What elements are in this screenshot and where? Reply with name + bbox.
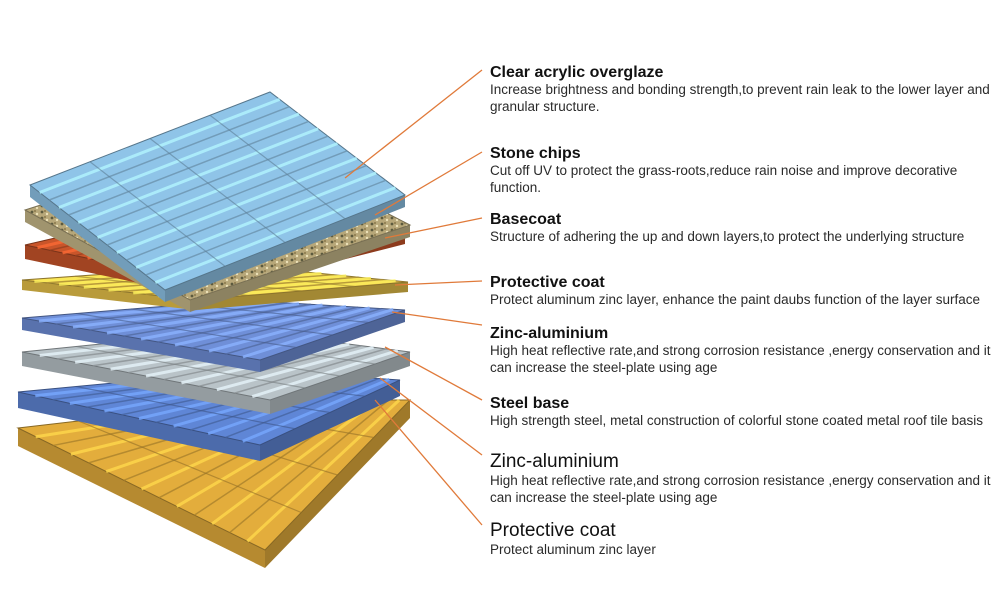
layer-label-1: Clear acrylic overglaze Increase brightn… <box>490 63 995 115</box>
sheet-side-edge <box>22 280 195 310</box>
layer-label-8: Protective coat Protect aluminum zinc la… <box>490 520 995 559</box>
layer-description: High heat reflective rate,and strong cor… <box>490 343 991 375</box>
leader-line-1 <box>344 69 483 179</box>
layer-description: Increase brightness and bonding strength… <box>490 82 990 114</box>
sheet-step <box>76 345 306 389</box>
leader-line-8 <box>374 399 483 526</box>
layer-label-5: Zinc-aluminium High heat reflective rate… <box>490 324 995 376</box>
sheet-front-edge <box>165 195 405 302</box>
leader-line-7 <box>379 377 483 456</box>
layer-description: Protect aluminum zinc layer <box>490 542 656 557</box>
layer-title: Protective coat <box>490 274 605 291</box>
sheet-side-edge <box>22 352 270 414</box>
sheet-side-edge <box>18 392 260 461</box>
zinc-aluminium-sheet-top <box>21 299 406 372</box>
sheet-step <box>75 385 296 430</box>
sheet-front-edge <box>195 282 408 310</box>
layer-title: Protective coat <box>490 520 616 541</box>
sheet-front-edge <box>260 310 405 372</box>
sheet-side-edge <box>30 185 165 302</box>
layer-label-6: Steel base High strength steel, metal co… <box>490 394 995 430</box>
layer-title: Zinc-aluminium <box>490 451 619 472</box>
layer-description: High heat reflective rate,and strong cor… <box>490 473 991 505</box>
layer-label-4: Protective coat Protect aluminum zinc la… <box>490 273 995 309</box>
layer-description: High strength steel, metal construction … <box>490 413 984 428</box>
layer-description: Cut off UV to protect the grass-roots,re… <box>490 163 958 195</box>
leader-line-3 <box>384 217 483 239</box>
sheet-step <box>149 138 286 243</box>
sheet-step <box>209 114 346 220</box>
sheet-step <box>76 312 297 349</box>
sheet-front-edge <box>260 380 400 461</box>
layer-title: Clear acrylic overglaze <box>490 64 664 81</box>
layer-description: Structure of adhering the up and down la… <box>490 229 965 244</box>
clear-overglaze-sheet <box>28 91 407 302</box>
leader-line-6 <box>384 346 483 401</box>
layer-description: Protect aluminum zinc layer, enhance the… <box>490 292 981 307</box>
layer-label-3: Basecoat Structure of adhering the up an… <box>490 210 995 246</box>
leader-line-5 <box>391 311 483 326</box>
sheet-side-edge <box>18 428 265 568</box>
sheet-step <box>89 161 226 267</box>
layer-label-7: Zinc-aluminium High heat reflective rate… <box>490 451 995 506</box>
sheet-front-edge <box>270 352 410 414</box>
layer-title: Basecoat <box>490 211 562 228</box>
sheet-front-edge <box>265 400 410 568</box>
sheet-step <box>130 308 333 336</box>
layer-title: Zinc-aluminium <box>490 325 609 342</box>
leader-line-4 <box>394 280 483 286</box>
leader-line-2 <box>374 151 483 216</box>
layer-label-2: Stone chips Cut off UV to protect the gr… <box>490 144 995 196</box>
sheet-front-edge <box>190 225 410 312</box>
sheet-step <box>78 420 302 514</box>
layer-title: Stone chips <box>490 145 581 162</box>
layer-title: Steel base <box>490 395 570 412</box>
sheet-side-edge <box>22 318 260 372</box>
